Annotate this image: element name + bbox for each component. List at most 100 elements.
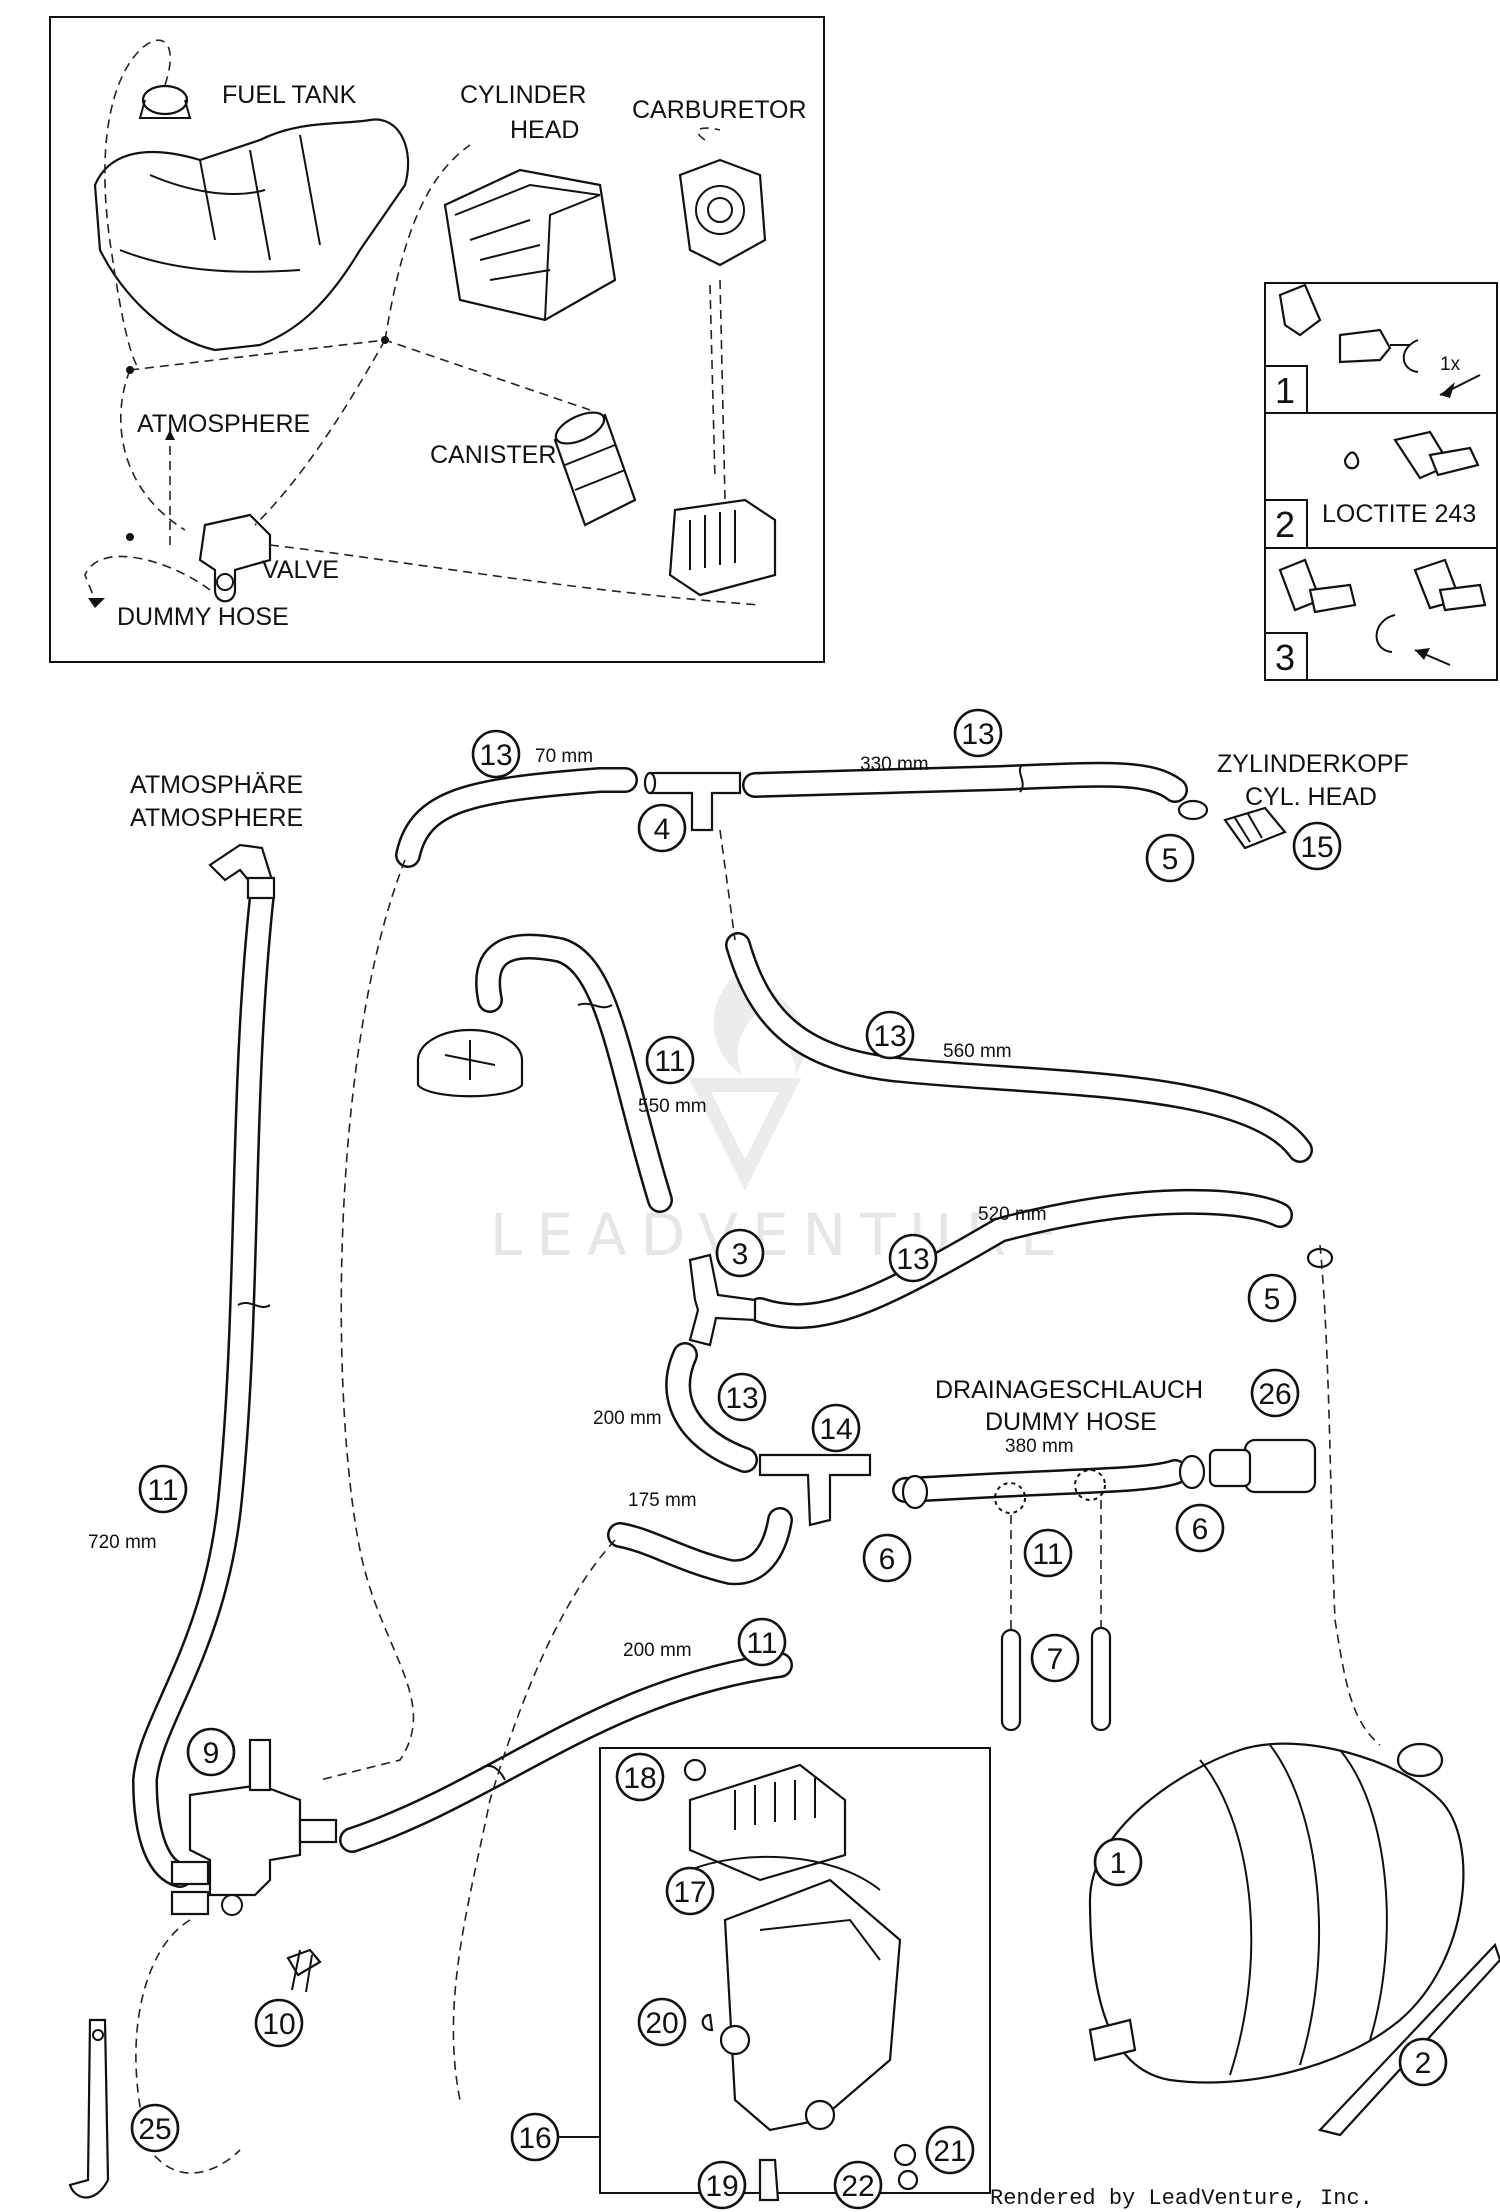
credit-text: Rendered by LeadVenture, Inc. — [990, 2186, 1373, 2211]
hose-clamps — [901, 799, 1334, 1510]
svg-text:26: 26 — [1258, 1378, 1291, 1411]
svg-text:15: 15 — [1300, 831, 1333, 864]
svg-text:13: 13 — [479, 739, 512, 772]
atmosphere-label: ATMOSPHERE — [137, 410, 310, 438]
valve-label: VALVE — [262, 556, 339, 584]
svg-text:3: 3 — [732, 1238, 749, 1271]
cylinder-head-label-line2: HEAD — [510, 116, 579, 144]
step1-number: 1 — [1275, 370, 1295, 411]
callout-22: 22 — [833, 2160, 883, 2210]
svg-text:16: 16 — [518, 2122, 551, 2155]
callout-26: 26 — [1250, 1368, 1300, 1418]
atmosphere-de-label: ATMOSPHÄRE — [130, 771, 303, 799]
callout-5-upper: 5 — [1145, 833, 1195, 883]
step2-note: LOCTITE 243 — [1322, 500, 1476, 528]
svg-text:11: 11 — [746, 1627, 777, 1660]
callout-6-right: 6 — [1175, 1503, 1225, 1553]
dim-560mm: 560 mm — [943, 1041, 1012, 1062]
svg-text:25: 25 — [138, 2113, 171, 2146]
canister-label: CANISTER — [430, 441, 556, 469]
hose-assembly — [131, 761, 1313, 1888]
svg-text:13: 13 — [873, 1020, 906, 1053]
step3-fitting-drawing — [1278, 558, 1487, 666]
svg-text:9: 9 — [203, 1737, 220, 1770]
callout-11-550mm: 11 — [645, 1035, 695, 1085]
atmosphere-elbow-fitting — [208, 843, 276, 900]
callout-7: 7 — [1030, 1633, 1080, 1683]
step2-number: 2 — [1275, 504, 1295, 545]
cylinder-head-label-line1: CYLINDER — [460, 81, 586, 109]
callout-13-560mm: 13 — [865, 1010, 915, 1060]
svg-text:6: 6 — [879, 1543, 896, 1576]
canister-drawing — [553, 411, 637, 527]
svg-text:18: 18 — [623, 1762, 656, 1795]
system-overview-inset: FUEL TANK CYLINDER HEAD CARBURETOR ATMOS… — [49, 16, 825, 663]
dim-550mm: 550 mm — [638, 1096, 707, 1117]
svg-text:5: 5 — [1162, 843, 1179, 876]
svg-text:22: 22 — [841, 2170, 874, 2203]
dim-520mm: 520 mm — [978, 1204, 1047, 1225]
tee-fitting-4 — [643, 771, 742, 832]
svg-text:5: 5 — [1264, 1283, 1281, 1316]
svg-text:1: 1 — [1110, 1847, 1127, 1880]
svg-text:13: 13 — [961, 718, 994, 751]
svg-text:13: 13 — [896, 1243, 929, 1276]
svg-text:4: 4 — [654, 813, 671, 846]
cyl-head-de-label: ZYLINDERKOPF — [1217, 750, 1409, 778]
valve-drawing — [198, 513, 272, 603]
callout-1: 1 — [1093, 1837, 1143, 1887]
bolt-10 — [286, 1948, 322, 1993]
callout-4: 4 — [637, 803, 687, 853]
callout-15: 15 — [1292, 821, 1342, 871]
cylinder-head-drawing — [443, 168, 617, 322]
dim-720mm: 720 mm — [88, 1532, 157, 1553]
callout-9: 9 — [186, 1727, 236, 1777]
callout-11-380mm: 11 — [1023, 1528, 1073, 1578]
drain-de-label: DRAINAGESCHLAUCH — [935, 1376, 1203, 1404]
callout-16: 16 — [510, 2112, 560, 2162]
canister-1 — [1088, 1742, 1465, 2084]
svg-text:20: 20 — [645, 2007, 678, 2040]
callout-14: 14 — [811, 1403, 861, 1453]
plug-26 — [1208, 1438, 1317, 1494]
step1-fitting-drawing — [1278, 283, 1481, 398]
dim-200mm-upper: 200 mm — [593, 1408, 662, 1429]
dim-70mm: 70 mm — [535, 746, 593, 767]
callout-6-left: 6 — [862, 1533, 912, 1583]
callout-3: 3 — [715, 1228, 765, 1278]
callout-11-720mm: 11 — [138, 1464, 188, 1514]
callout-18: 18 — [615, 1752, 665, 1802]
svg-text:14: 14 — [819, 1413, 852, 1446]
fuel-cap — [416, 1028, 524, 1098]
callout-11-200mm: 11 — [737, 1617, 787, 1667]
step2-fitting-drawing — [1343, 430, 1480, 480]
fuel-tank-label: FUEL TANK — [222, 81, 357, 109]
step1-note: 1x — [1440, 354, 1461, 375]
callout-13-330mm: 13 — [953, 708, 1003, 758]
svg-text:2: 2 — [1415, 2047, 1432, 2080]
svg-text:10: 10 — [262, 2008, 295, 2041]
callout-21: 21 — [925, 2125, 975, 2175]
callout-17: 17 — [665, 1866, 715, 1916]
callout-13-70mm: 13 — [471, 729, 521, 779]
callout-2: 2 — [1398, 2037, 1448, 2087]
callout-5-lower: 5 — [1247, 1273, 1297, 1323]
tee-fitting-3 — [688, 1253, 757, 1347]
instruction-panels: 1x 1 2 LOCTITE 243 3 — [1264, 282, 1498, 681]
svg-text:13: 13 — [725, 1382, 758, 1415]
callout-13-520mm: 13 — [888, 1233, 938, 1283]
drain-en-label: DUMMY HOSE — [985, 1408, 1157, 1436]
callout-13-200mm: 13 — [717, 1372, 767, 1422]
callout-19: 19 — [697, 2160, 747, 2210]
svg-text:11: 11 — [654, 1045, 685, 1078]
step3-number: 3 — [1275, 637, 1295, 678]
bracket-25 — [68, 2018, 110, 2199]
cover-plate-2 — [1317, 1942, 1500, 2137]
dim-330mm: 330 mm — [860, 754, 929, 775]
straps-7 — [1000, 1500, 1112, 1732]
svg-text:21: 21 — [933, 2135, 966, 2168]
atmosphere-en-label: ATMOSPHERE — [130, 804, 303, 832]
callout-25: 25 — [130, 2103, 180, 2153]
callout-10: 10 — [254, 1998, 304, 2048]
